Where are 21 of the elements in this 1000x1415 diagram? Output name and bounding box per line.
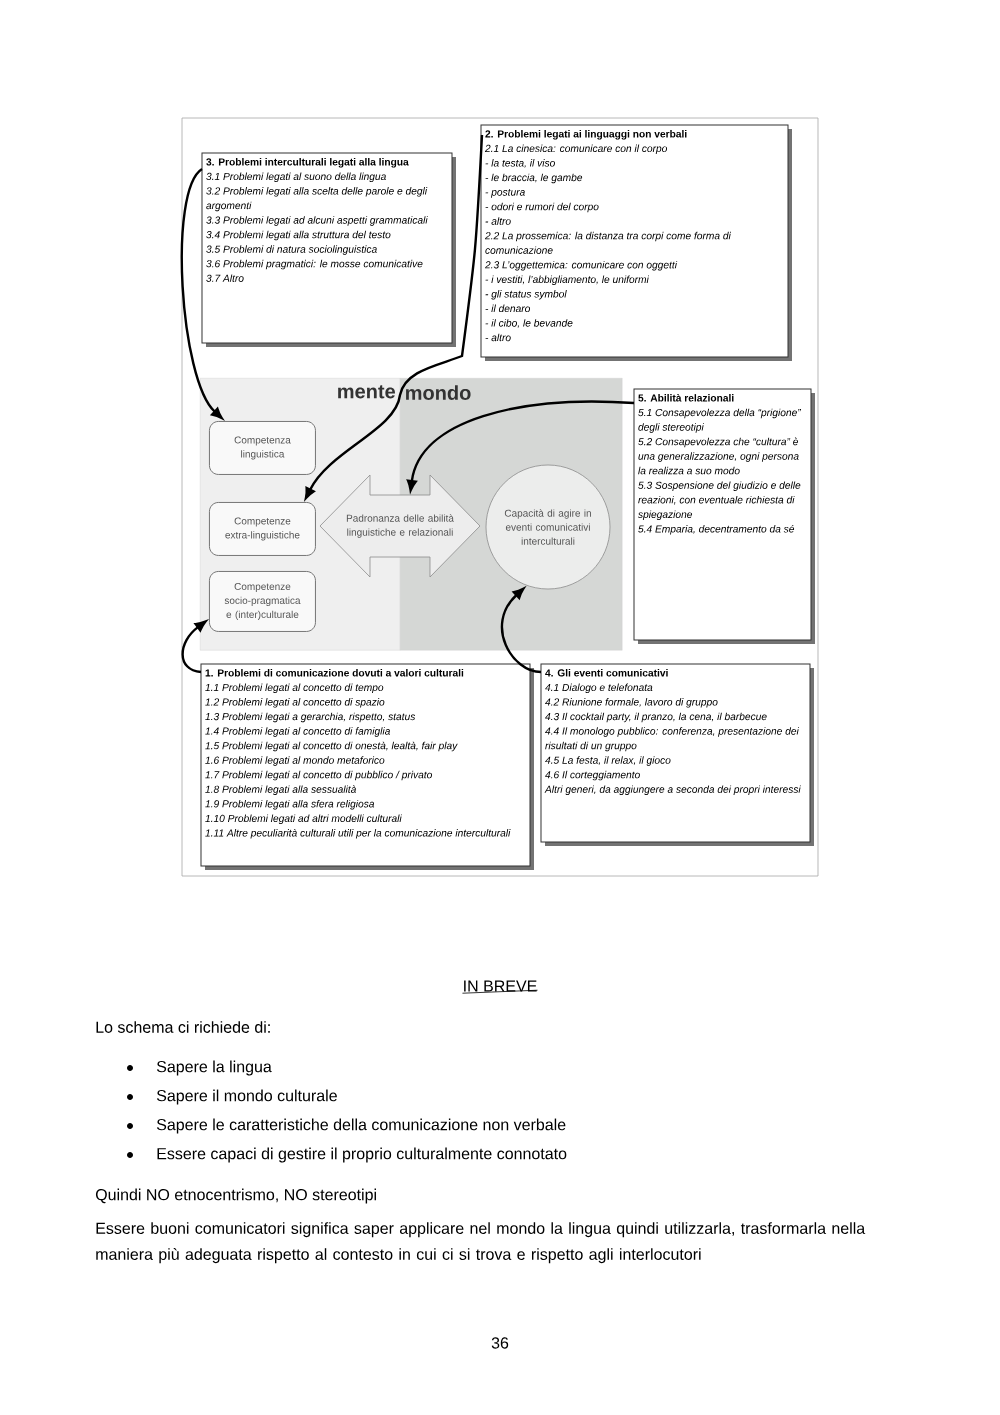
list-item: Essere capaci di gestire il proprio culturalmente connotato	[127, 1147, 567, 1163]
list-item: Sapere le caratteristiche della comunicazione non verbale	[127, 1118, 566, 1134]
text-box: 1. Problemi di comunicazione dovuti a valori culturali 1.1 Problemi legati al concetto di tempo 1.2 Problemi legati al concetto di spazio 1.3 Problemi legati a gerarchia, rispetto, status 1.4 Problemi legati al concetto di famiglia 1.5 Problemi legati al concetto di onestà, lealtà, fair play 1.6 Problemi legati al mondo metaforico 1.7 Problemi legati al concetto di pubblico / privato 1.8 Problemi legati alla sessualità 1.9 Problemi legati alla sfera religiosa 1.10 Problemi legati ad altri modelli culturali 1.11 Altre peculiarità culturali utili per la comunicazione interculturali	[200, 663, 534, 870]
list-item: Sapere il mondo culturale	[127, 1089, 337, 1105]
arrow	[180, 168, 223, 420]
list-item: Sapere la lingua	[127, 1060, 272, 1076]
text-box: 2. Problemi legati ai linguaggi non verbali 2.1 La cinesica: comunicare con il corpo - la testa, il viso - le braccia, le gambe - postura - odori e rumori del corpo - altro 2.2 La prossemica: la distanza tra corpi come forma di comunicazione 2.3 L’oggettemica: comunicare con oggetti - i vestiti, l’abbigliamento, le uniformi - gli status symbol - il denaro - il cibo, le bevande - altro	[480, 124, 792, 361]
rounded-box: Competenza linguistica	[209, 421, 316, 475]
section-heading: IN BREVE	[462, 980, 538, 994]
arrow	[406, 400, 635, 492]
text-box: 4. Gli eventi comunicativi 4.1 Dialogo e telefonata 4.2 Riunione formale, lavoro di gruppo 4.3 Il cocktail party, il pranzo, la cena, il barbecue 4.4 Il monologo pubblico: conferenza, presentazione dei risultati di un gruppo 4.5 La festa, il relax, il gioco 4.6 Il corteggiamento Altri generi, da aggiungere a seconda dei propri interessi	[540, 663, 814, 846]
text-box: 5. Abilità relazionali 5.1 Consapevolezza della “prigione” degli stereotipi 5.2 Consapevolezza che “cultura” è una generalizzazione, ogni persona la realizza a suo modo 5.3 Sospensione del giudizio e delle reazioni, con eventuale richiesta di spiegazione 5.4 Emparia, decentramento da sé	[633, 388, 815, 644]
rounded-box: Competenze extra-linguistiche	[209, 502, 316, 556]
text-line: Quindi NO etnocentrismo, NO stereotipi	[95, 1188, 376, 1204]
rounded-box: Competenze socio-pragmatica e (inter)culturale	[209, 571, 316, 632]
paragraph: Essere buoni comunicatori significa saper applicare nel mondo la lingua quindi utilizzarla, trasformarla nella maniera più adeguata rispetto al contesto in cui ci si trova e rispetto agli interlocutori	[96, 1222, 866, 1264]
arrow	[500, 587, 542, 674]
text-line: Lo schema ci richiede di:	[96, 1021, 270, 1033]
arrow	[304, 134, 484, 500]
page-number: 36	[491, 1337, 509, 1349]
text-box: 3. Problemi interculturali legati alla lingua 3.1 Problemi legati al suono della lingua 3.2 Problemi legati alla scelta delle parole e degli argomenti 3.3 Problemi legati ad alcuni aspetti grammaticali 3.4 Problemi legati alla struttura del testo 3.5 Problemi di natura sociolinguistica 3.6 Problemi pragmatici: le mosse comunicative 3.7 Altro	[201, 152, 456, 347]
